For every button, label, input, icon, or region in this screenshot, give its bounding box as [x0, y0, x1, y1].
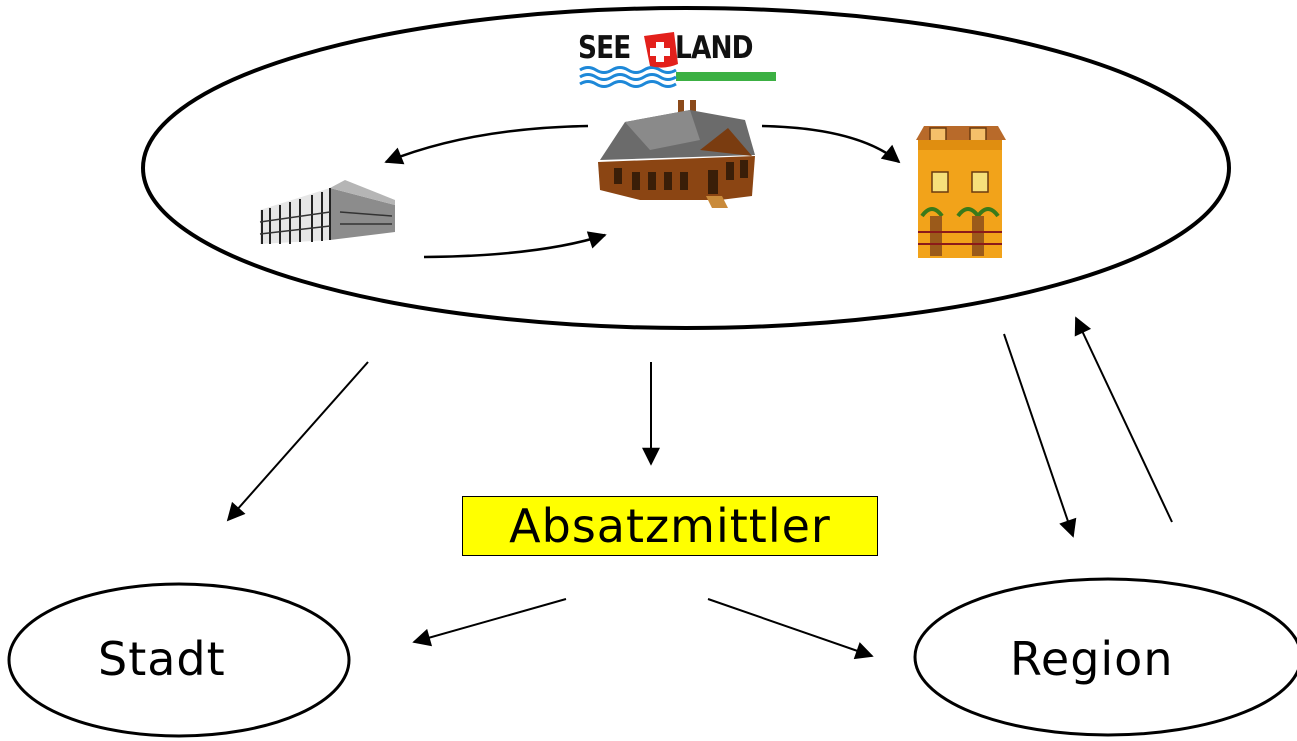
arrow-absatzmittler-to-stadt [412, 598, 567, 647]
logo-text-land: LAND [675, 30, 754, 66]
region-label: Region [1010, 632, 1174, 686]
arrow-factory-to-farmhouse [423, 231, 607, 259]
seeland-logo-graphic [579, 32, 776, 88]
townhouse-icon [916, 126, 1006, 258]
swiss-cross-icon [644, 32, 678, 68]
factory-building-icon [259, 180, 395, 244]
arrow-to-stadt [226, 361, 369, 522]
stadt-label: Stadt [98, 632, 226, 686]
absatzmittler-label: Absatzmittler [509, 499, 831, 553]
region-ellipse [913, 577, 1297, 737]
stadt-ellipse [7, 582, 351, 738]
arrow-absatzmittler-to-region [707, 598, 874, 660]
arrow-to-region [1003, 333, 1077, 538]
farmhouse-icon [598, 100, 755, 208]
absatzmittler-box: Absatzmittler [462, 496, 878, 556]
arrow-from-region [1074, 316, 1173, 523]
arrow-farmhouse-to-townhouse [761, 124, 901, 164]
arrow-farmhouse-to-factory [384, 124, 589, 165]
seeland-region-ellipse [141, 6, 1231, 330]
logo-text-see: SEE [578, 30, 631, 66]
